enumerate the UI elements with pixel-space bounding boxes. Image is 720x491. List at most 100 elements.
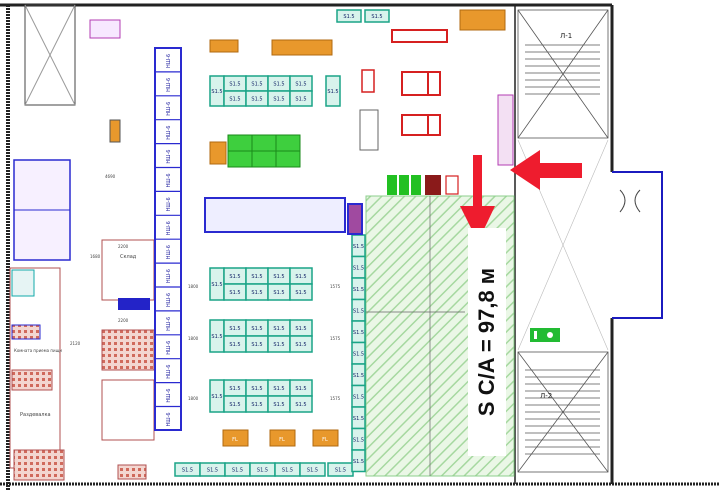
shelf-unit: S1.5 [199,462,226,477]
shelf-unit: S1.5 [289,319,313,337]
rack-label: НШ-6 [166,389,172,403]
shelf-label: S1.5 [335,468,346,474]
shelf-unit: S1.5 [327,462,354,477]
shelf-label: S1.5 [295,402,306,408]
shelf-unit: S1.5 [351,406,366,430]
shelf-label: S1.5 [327,89,338,95]
shelf-unit: S1.5 [245,335,269,353]
shelf-unit: S1.5 [351,427,366,451]
shelf-label: S1.5 [343,14,354,20]
room-changing-label: Раздевалка [20,412,51,418]
shelf-unit: S1.5 [223,283,247,301]
rack-label: НШ-6 [166,412,172,426]
shelf-unit: S1.5 [223,75,247,92]
shelf-unit: S1.5 [245,319,269,337]
shelf-unit: S1.5 [336,9,362,23]
dimension-label: 2120 [70,341,81,346]
dimension-label: 1575 [330,396,341,401]
entrance-vestibule [612,171,663,319]
rack-label: НШ-6 [166,317,172,331]
shelf-unit: S1.5 [351,320,366,344]
shelf-label: S1.5 [251,342,262,348]
shelf-label: S1.5 [353,265,364,271]
fl-label: FL [322,437,328,443]
shelf-end-cap: S1.5 [209,379,225,413]
shelf-unit: S1.5 [267,90,291,107]
shelf-unit: S1.5 [267,75,291,92]
shelf-unit: S1.5 [223,335,247,353]
shelf-unit: S1.5 [289,75,313,92]
fl-label: FL [279,437,285,443]
shelf-end-cap: S1.5 [325,75,341,107]
shelf-label: S1.5 [229,402,240,408]
shelf-unit: S1.5 [289,335,313,353]
rack-label: НШ-6 [166,365,172,379]
shelf-unit: S1.5 [289,267,313,285]
shelf-label: S1.5 [211,89,222,95]
shelf-unit: S1.5 [351,277,366,301]
rack-label: НШ-6 [166,269,172,283]
shelf-label: S1.5 [353,244,364,250]
fl-label: FL [232,437,238,443]
shelf-unit: S1.5 [245,283,269,301]
shelf-label: S1.5 [295,386,306,392]
shelf-label: S1.5 [371,14,382,20]
shelf-label: S1.5 [295,274,306,280]
stair-bottom-label: Л-2 [540,392,552,400]
shelf-label: S1.5 [211,282,222,288]
shelf-label: S1.5 [229,274,240,280]
shelf-unit: S1.5 [267,395,291,413]
shelf-unit: S1.5 [351,234,366,258]
rack-label: НШ-6 [166,150,172,164]
shelf-unit: S1.5 [267,335,291,353]
orange-fixtures [209,9,506,447]
dimension-label: 1800 [188,284,199,289]
shelf-label: S1.5 [353,308,364,314]
shelf-label: S1.5 [251,326,262,332]
shelf-label: S1.5 [353,330,364,336]
rack-label: НШ-6 [166,78,172,92]
shelf-label: S1.5 [207,468,218,474]
rack-label: НШ-6 [166,197,172,211]
shelf-unit: S1.5 [267,379,291,397]
shelf-label: S1.5 [232,468,243,474]
shelf-unit: S1.5 [351,449,366,473]
shelf-unit: S1.5 [174,462,201,477]
rack-column: НШ-6НШ-6НШ-6НШ-6НШ-6НШ-6НШ-6НШ-6НШ-6НШ-6… [154,47,182,431]
shelf-label: S1.5 [229,290,240,296]
shelf-unit: S1.5 [245,395,269,413]
shelf-end-cap: S1.5 [209,319,225,353]
shelf-label: S1.5 [273,342,284,348]
shelf-label: S1.5 [295,97,306,103]
shelf-label: S1.5 [353,351,364,357]
green-fixtures [227,134,421,195]
shelf-unit: S1.5 [274,462,301,477]
walls [0,3,720,491]
shelf-unit: S1.5 [364,9,390,23]
shelf-label: S1.5 [282,468,293,474]
shelf-label: S1.5 [353,287,364,293]
shelf-label: S1.5 [257,468,268,474]
stair-top-label: Л-1 [560,32,572,40]
room-office-label: Комната приема пищи [14,348,62,353]
red-fixtures [359,29,514,195]
dimension-label: 1800 [188,396,199,401]
area-label: S C/A = 97,8 м [468,228,506,456]
rack-label: НШ-6 [166,126,172,140]
stairs-top: Л-1 [517,9,609,139]
stairs-bottom: Л-2 [517,351,609,473]
shelf-label: S1.5 [273,82,284,88]
rack-label: НШ-6 [166,102,172,116]
shelf-label: S1.5 [353,459,364,465]
dimension-label: 1680 [90,254,101,259]
shelf-unit: S1.5 [245,267,269,285]
shelf-label: S1.5 [251,402,262,408]
shelf-label: S1.5 [273,97,284,103]
shelf-label: S1.5 [251,82,262,88]
shelf-unit: S1.5 [351,298,366,322]
dimension-label: 1575 [330,336,341,341]
shelf-label: S1.5 [229,342,240,348]
shelf-label: S1.5 [295,326,306,332]
shelf-unit: S1.5 [223,379,247,397]
shelf-label: S1.5 [353,373,364,379]
